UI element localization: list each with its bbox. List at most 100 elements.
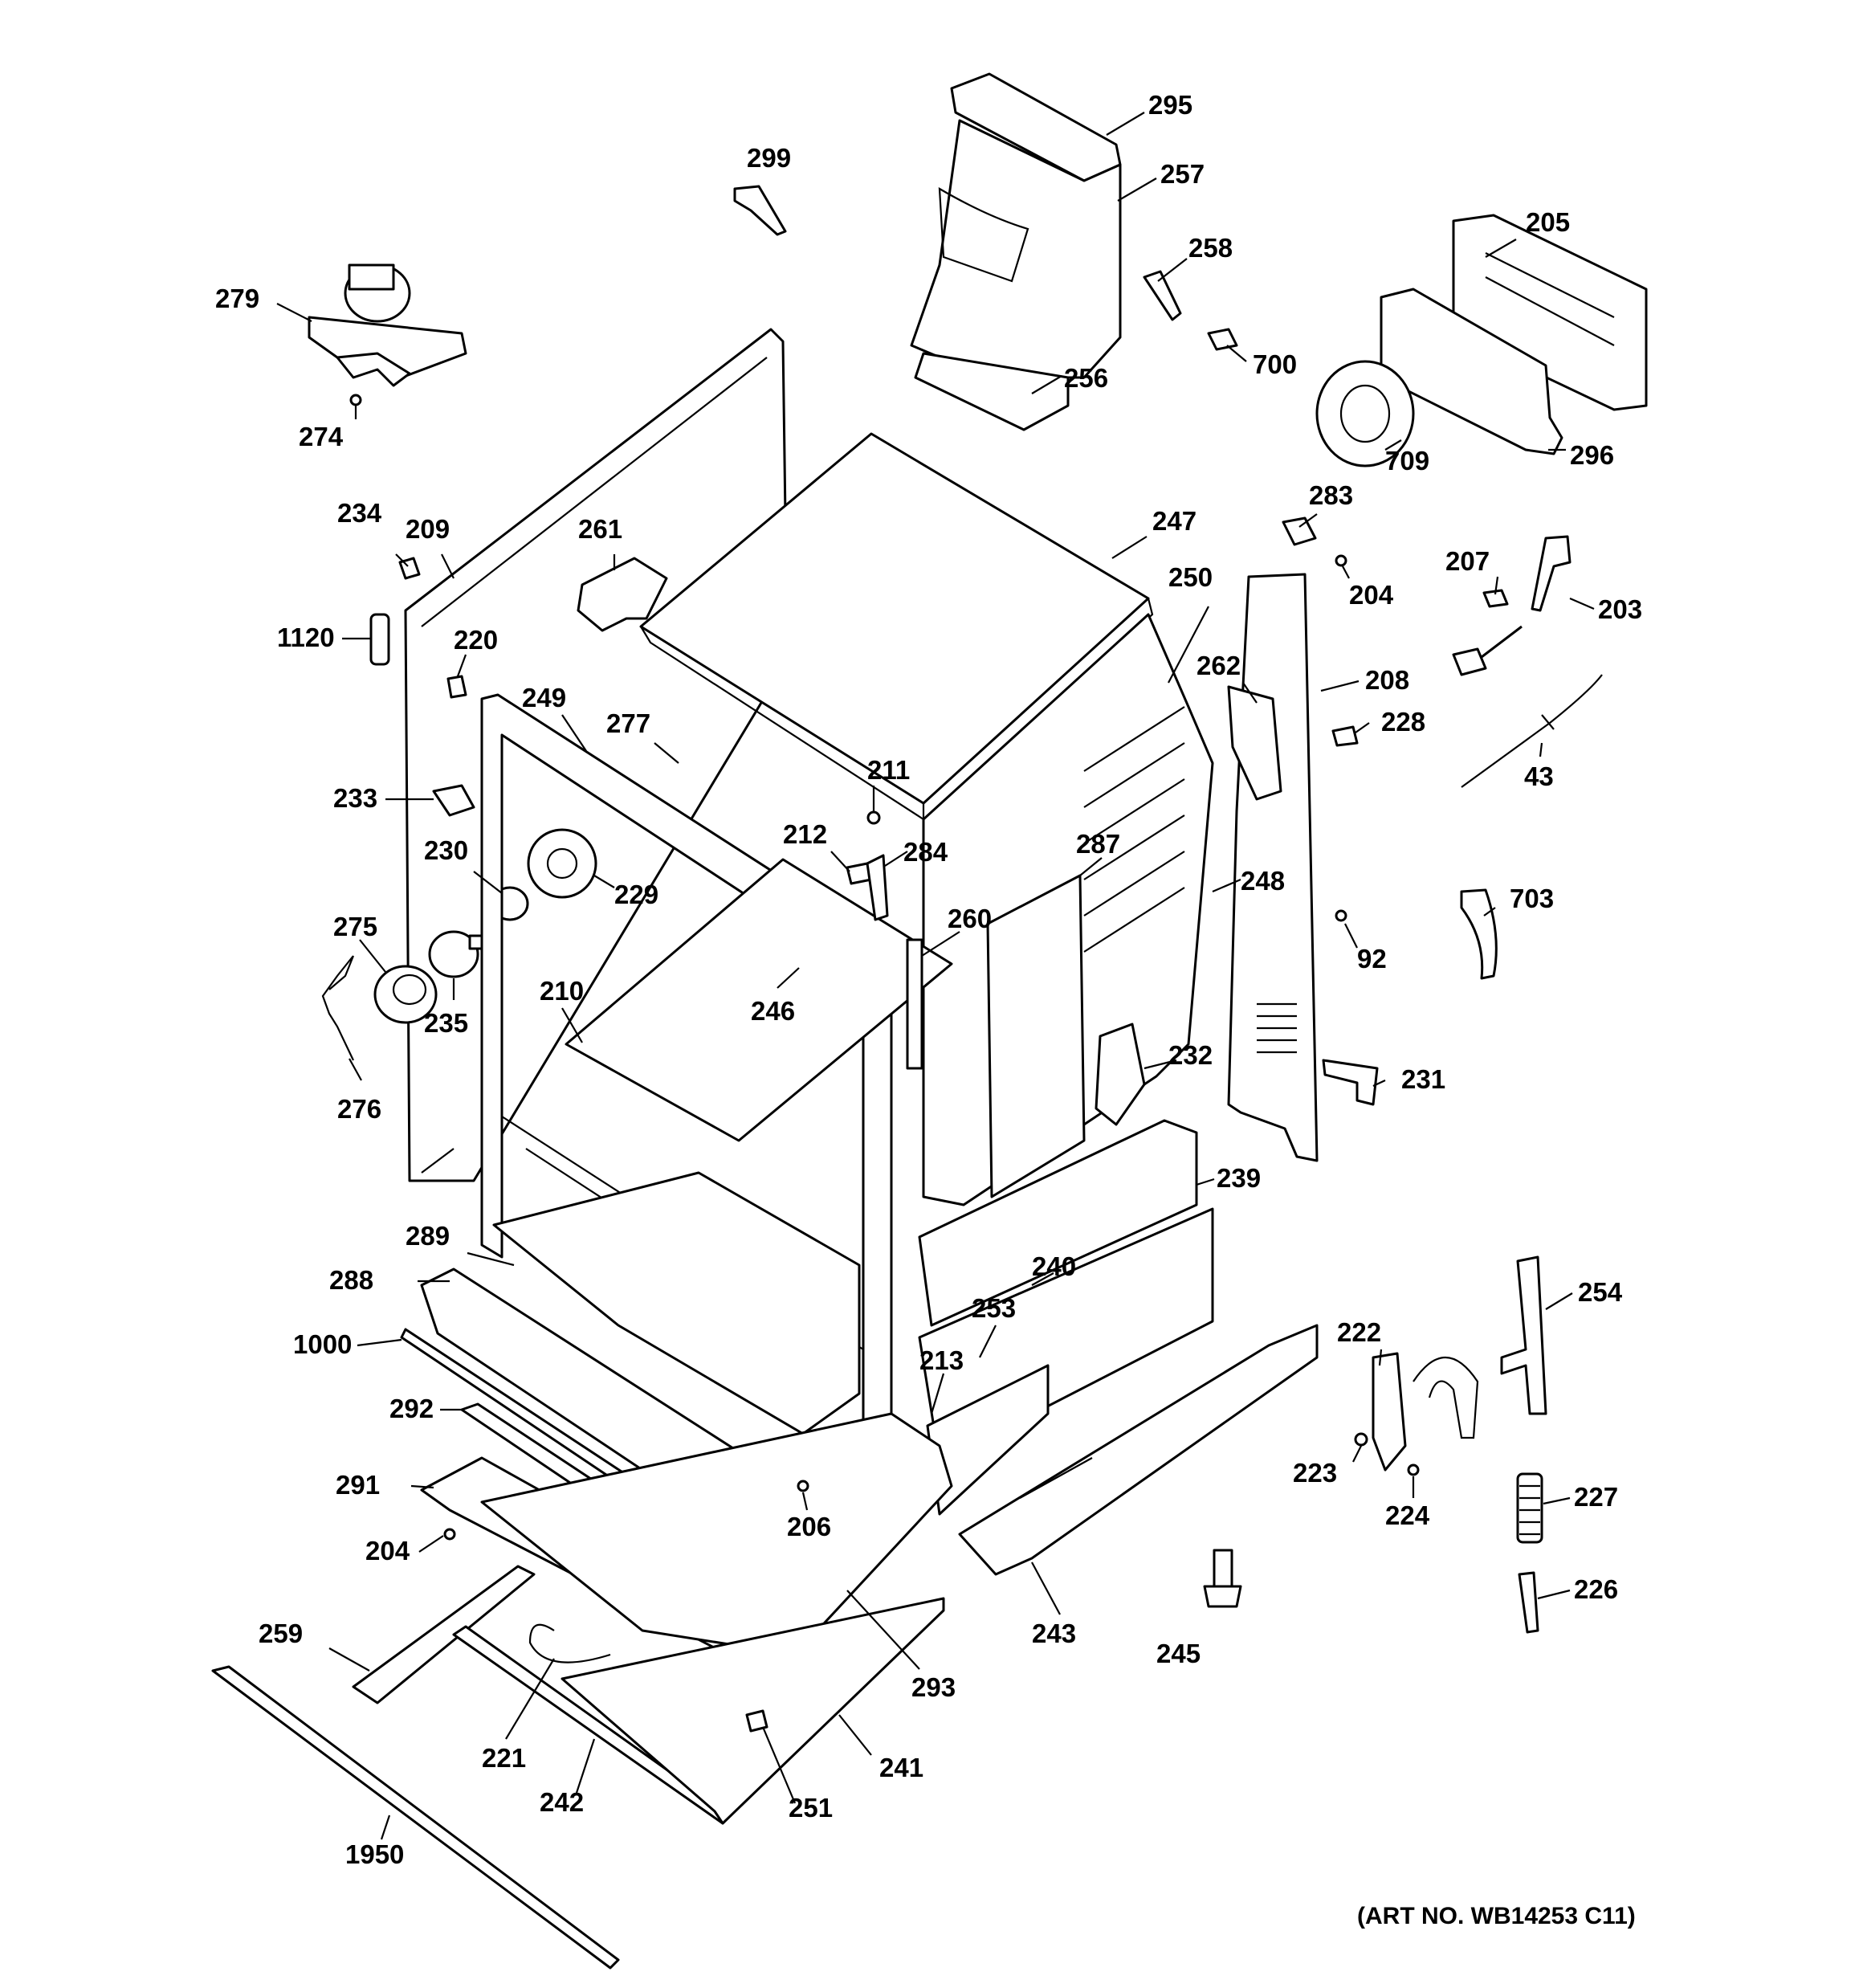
callout-292: 292 bbox=[389, 1394, 434, 1423]
part-231-bracket bbox=[1322, 1059, 1379, 1106]
part-287-shield bbox=[986, 874, 1086, 1198]
part-709-ring bbox=[1315, 360, 1415, 467]
callout-221: 221 bbox=[482, 1743, 526, 1773]
part-223-screw bbox=[1354, 1432, 1368, 1447]
callout-275: 275 bbox=[333, 912, 377, 941]
part-205-back-panel bbox=[1380, 214, 1648, 455]
part-vent-duct bbox=[910, 72, 1122, 431]
callout-228: 228 bbox=[1381, 707, 1425, 737]
part-245-leg bbox=[1203, 1549, 1242, 1608]
part-hinge-arm bbox=[1413, 1356, 1479, 1439]
part-276-retainer bbox=[321, 955, 355, 1061]
callout-274: 274 bbox=[299, 422, 344, 451]
callout-276: 276 bbox=[337, 1094, 381, 1124]
callout-220: 220 bbox=[454, 625, 498, 655]
callout-254: 254 bbox=[1578, 1277, 1623, 1307]
callout-277: 277 bbox=[606, 708, 650, 738]
callout-299: 299 bbox=[747, 143, 791, 173]
callout-212: 212 bbox=[783, 819, 827, 849]
part-283-clip bbox=[1282, 516, 1317, 546]
callout-211: 211 bbox=[867, 755, 910, 785]
part-203-cord bbox=[1531, 535, 1572, 612]
callout-226: 226 bbox=[1574, 1574, 1618, 1604]
callout-291: 291 bbox=[336, 1470, 380, 1500]
callout-248: 248 bbox=[1241, 866, 1285, 896]
callout-284: 284 bbox=[903, 837, 948, 867]
callout-209: 209 bbox=[406, 514, 450, 544]
part-204-lower-screw bbox=[443, 1528, 456, 1541]
part-220-clip bbox=[446, 675, 467, 699]
part-43-probe bbox=[1461, 674, 1603, 788]
callout-labels: 295 299 257 205 258 279 700 256 274 709 … bbox=[215, 90, 1642, 1929]
art-number: (ART NO. WB14253 C11) bbox=[1357, 1903, 1636, 1929]
callout-213: 213 bbox=[919, 1345, 964, 1375]
part-92-screw bbox=[1335, 909, 1347, 922]
callout-293: 293 bbox=[911, 1672, 956, 1702]
part-243-burner bbox=[958, 1324, 1319, 1576]
callout-233: 233 bbox=[333, 783, 377, 813]
part-204-screw bbox=[1335, 554, 1347, 567]
callout-262: 262 bbox=[1196, 651, 1241, 680]
part-254-hinge bbox=[1500, 1255, 1547, 1415]
part-wire-harness bbox=[1452, 625, 1523, 676]
part-227-spring bbox=[1516, 1472, 1543, 1544]
callout-256: 256 bbox=[1064, 363, 1108, 393]
callout-250: 250 bbox=[1168, 562, 1213, 592]
callout-1000: 1000 bbox=[293, 1329, 352, 1359]
callout-247: 247 bbox=[1152, 506, 1196, 536]
part-228-clip bbox=[1331, 725, 1359, 747]
callout-249: 249 bbox=[522, 683, 566, 712]
callout-241: 241 bbox=[879, 1753, 923, 1782]
callout-224: 224 bbox=[1385, 1500, 1430, 1530]
callout-240: 240 bbox=[1032, 1251, 1076, 1281]
callout-232: 232 bbox=[1168, 1040, 1213, 1070]
part-246-floor bbox=[565, 858, 953, 1142]
part-222-hinge bbox=[1372, 1352, 1407, 1472]
callout-223: 223 bbox=[1293, 1458, 1337, 1488]
part-260-rail bbox=[906, 938, 923, 1070]
callout-208: 208 bbox=[1365, 665, 1409, 695]
part-279-valve bbox=[308, 263, 467, 387]
part-206-screw bbox=[797, 1480, 809, 1492]
callout-1120: 1120 bbox=[277, 623, 335, 652]
callout-206: 206 bbox=[787, 1512, 831, 1541]
callout-288: 288 bbox=[329, 1265, 373, 1295]
part-226-link bbox=[1518, 1571, 1539, 1634]
part-224-screw bbox=[1407, 1463, 1420, 1476]
part-261-pad bbox=[577, 557, 668, 632]
part-1950-trim bbox=[211, 1665, 620, 1970]
part-262-shield bbox=[1227, 685, 1282, 801]
callout-92: 92 bbox=[1357, 944, 1387, 974]
callout-229: 229 bbox=[614, 880, 658, 909]
callout-1950: 1950 bbox=[345, 1839, 404, 1869]
callout-204-upper: 204 bbox=[1349, 580, 1394, 610]
callout-230: 230 bbox=[424, 835, 468, 865]
callout-227: 227 bbox=[1574, 1482, 1618, 1512]
callout-43: 43 bbox=[1524, 761, 1554, 791]
callout-259: 259 bbox=[259, 1619, 303, 1648]
part-289-tray bbox=[492, 1171, 861, 1435]
part-259-slide bbox=[352, 1565, 536, 1704]
callout-260: 260 bbox=[948, 904, 992, 933]
part-233-socket bbox=[432, 784, 475, 817]
callout-283: 283 bbox=[1309, 480, 1353, 510]
callout-203: 203 bbox=[1598, 594, 1642, 624]
callout-258: 258 bbox=[1188, 233, 1233, 263]
part-1120-bumper bbox=[369, 613, 390, 666]
part-293-drawer-bottom bbox=[480, 1412, 953, 1656]
callout-205: 205 bbox=[1526, 207, 1570, 237]
part-251-clip bbox=[745, 1709, 768, 1733]
callout-287: 287 bbox=[1076, 829, 1120, 859]
callout-289: 289 bbox=[406, 1221, 450, 1251]
part-241-panel bbox=[561, 1597, 945, 1825]
callout-210: 210 bbox=[540, 976, 584, 1006]
leader-lines bbox=[276, 112, 1595, 1840]
callout-703: 703 bbox=[1510, 884, 1554, 913]
callout-234: 234 bbox=[337, 498, 382, 528]
callout-245: 245 bbox=[1156, 1639, 1201, 1668]
callout-204-lower: 204 bbox=[365, 1536, 410, 1565]
callout-251: 251 bbox=[789, 1793, 833, 1823]
callout-242: 242 bbox=[540, 1787, 584, 1817]
part-299-clip bbox=[733, 185, 787, 236]
